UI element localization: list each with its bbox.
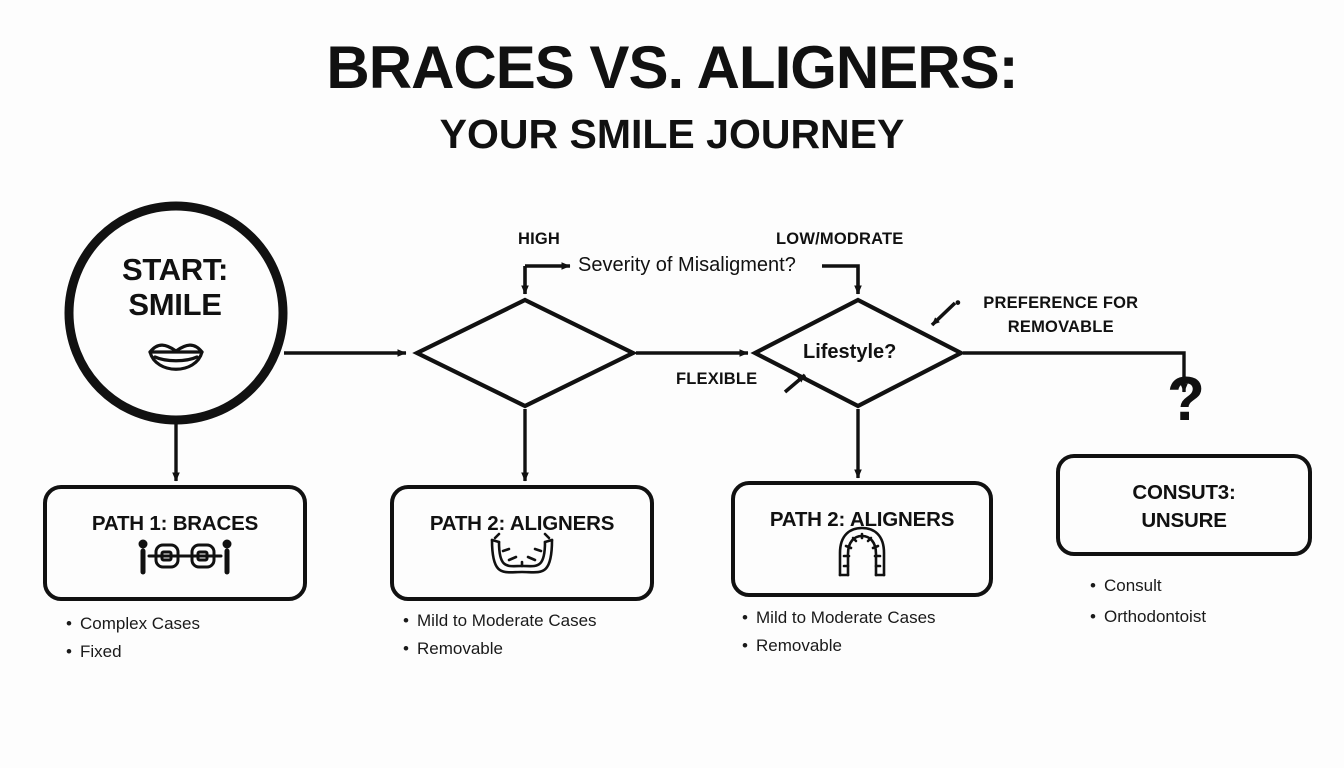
start-node-line2: SMILE — [128, 287, 222, 323]
list-item-label: Mild to Moderate Cases — [756, 608, 936, 627]
decision-lifestyle-diamond — [750, 297, 966, 409]
braces-icon — [138, 539, 232, 575]
outcome-title-path2-aligners-b: PATH 2: ALIGNERS — [769, 508, 955, 531]
outcome-title-consult-line1: CONSUT3: — [1132, 481, 1236, 504]
outcome-bullets-consult-unsure: • Consult • Orthodontoist — [1090, 570, 1206, 633]
list-item: • Mild to Moderate Cases — [742, 604, 936, 632]
outcome-bullets-path2-aligners-b: • Mild to Moderate Cases • Removable — [742, 604, 936, 660]
bullet-dot: • — [403, 639, 409, 659]
question-mark-glyph: ? — [1167, 365, 1205, 434]
outcome-box-path2-aligners-b — [731, 481, 993, 597]
outcome-box-consult-unsure — [1056, 454, 1312, 556]
connector-preference-pointer — [930, 301, 957, 327]
bullet-dot: • — [1090, 576, 1096, 595]
list-item-label: Mild to Moderate Cases — [417, 611, 597, 630]
list-item: • Removable — [403, 635, 597, 663]
bullet-dot: • — [742, 608, 748, 627]
outcome-title-consult-unsure: CONSUT3: UNSURE — [1058, 479, 1310, 534]
side-note-bullet: • — [955, 294, 961, 312]
aligner-tray-arch-icon — [838, 526, 886, 577]
outcome-title-consult-line2: UNSURE — [1141, 508, 1227, 532]
side-note-preference-removable: • PREFERENCE FOR REMOVABLE — [955, 292, 1175, 340]
list-item: • Orthodontoist — [1090, 601, 1206, 632]
list-item-label: Removable — [756, 636, 842, 656]
decision-severity-label: Severity of Misaligment? — [578, 254, 796, 276]
outcome-title-path1-braces: PATH 1: BRACES — [91, 512, 259, 535]
side-note-line2: REMOVABLE — [1007, 317, 1114, 336]
bullet-dot: • — [1090, 607, 1096, 627]
connector-flexible-pointer — [783, 373, 807, 394]
page-subtitle: YOUR SMILE JOURNEY — [439, 111, 905, 157]
list-item-label: Consult — [1104, 576, 1162, 595]
page-title: BRACES VS. ALIGNERS: — [326, 34, 1018, 101]
aligner-tray-lower-icon — [490, 532, 554, 574]
start-node-label: START: SMILE — [70, 252, 280, 323]
edge-label-flexible: FLEXIBLE — [676, 370, 758, 388]
bullet-dot: • — [742, 636, 748, 656]
outcome-bullets-path2-aligners-a: • Mild to Moderate Cases • Removable — [403, 607, 597, 663]
smile-lips-icon — [148, 343, 204, 371]
list-item: • Consult — [1090, 570, 1206, 601]
title-block: BRACES VS. ALIGNERS: YOUR SMILE JOURNEY — [0, 38, 1344, 155]
list-item-label: Removable — [417, 639, 503, 659]
list-item-label: Complex Cases — [80, 614, 200, 633]
outcome-bullets-path1-braces: • Complex Cases • Fixed — [66, 610, 200, 666]
list-item-label: Fixed — [80, 642, 122, 662]
list-item: • Fixed — [66, 638, 200, 666]
connector-lifestyle-to-consult — [963, 351, 1188, 393]
connector-severity-to-lifestyle — [822, 264, 862, 295]
bullet-dot: • — [66, 614, 72, 633]
outcome-title-path2-aligners-a: PATH 2: ALIGNERS — [429, 512, 615, 535]
outcome-box-path2-aligners-a — [390, 485, 654, 601]
edge-label-high: HIGH — [518, 230, 561, 248]
list-item: • Removable — [742, 632, 936, 660]
list-item-label: Orthodontoist — [1104, 607, 1207, 627]
outcome-box-path1-braces — [43, 485, 307, 601]
list-item: • Mild to Moderate Cases — [403, 607, 597, 635]
start-node-line1: START: — [121, 252, 229, 287]
bullet-dot: • — [66, 642, 72, 662]
decision-severity-diamond — [412, 297, 638, 409]
start-node-circle — [64, 201, 288, 425]
bullet-dot: • — [403, 611, 409, 630]
side-note-line1: PREFERENCE FOR — [983, 294, 1139, 312]
edge-label-low-moderate: LOW/MODRATE — [776, 230, 904, 248]
decision-lifestyle-label: Lifestyle? — [803, 341, 897, 363]
list-item: • Complex Cases — [66, 610, 200, 638]
